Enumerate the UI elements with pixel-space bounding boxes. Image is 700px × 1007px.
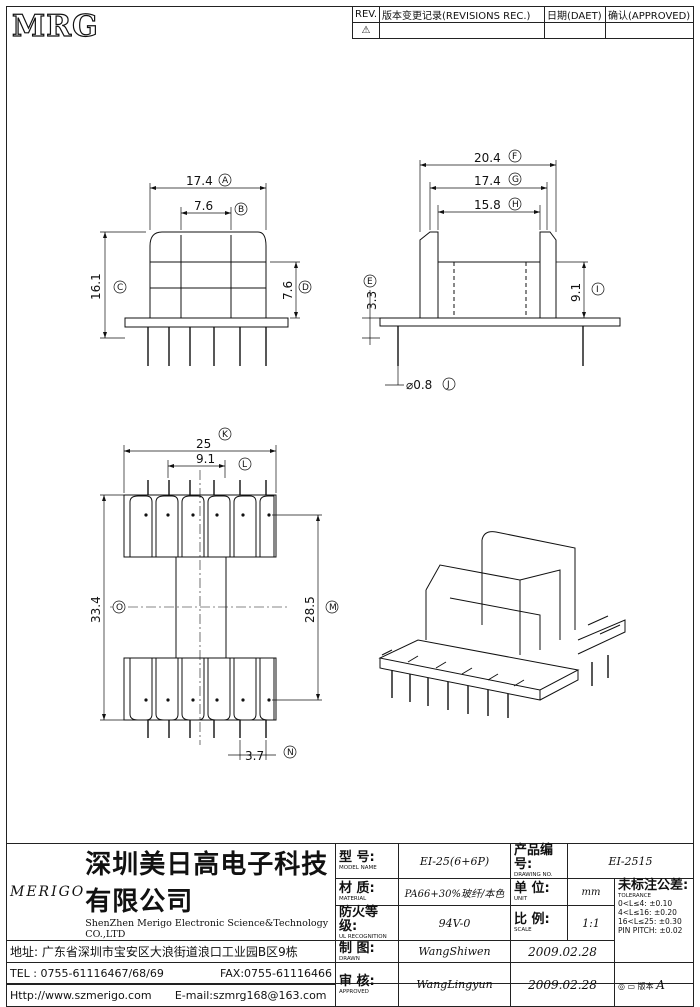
company-address: 地址: 广东省深圳市宝安区大浪街道浪口工业园B区9栋: [6, 940, 336, 963]
dim-c-value: 16.1: [89, 273, 103, 300]
dim-c-marker: C: [117, 283, 123, 293]
version-cell: ◎ ▭ 版本 A: [614, 962, 694, 1007]
dim-b-value: 7.6: [194, 199, 213, 213]
drawn-value: WangShiwen: [398, 940, 511, 963]
dim-f-marker: F: [512, 152, 517, 162]
dim-i-marker: I: [596, 285, 599, 295]
rev-approved-cell: [605, 22, 694, 39]
drawing-no-label: 产品编号:DRAWING NO.: [510, 843, 568, 879]
ul-value: 94V-0: [398, 905, 511, 941]
dim-d-value: 7.6: [281, 281, 295, 300]
dim-j-value: ⌀0.8: [406, 378, 432, 392]
technical-drawing: 17.4 A 7.6 B 16.1 C 7.6 D 3.3 E 20.4 F 1…: [89, 149, 626, 763]
bottom-view: [100, 445, 322, 760]
company-fax: FAX:0755-61116466: [171, 962, 336, 985]
unit-label: 单 位:UNIT: [510, 878, 568, 906]
dim-d-marker: D: [302, 283, 309, 293]
dim-m-value: 28.5: [303, 596, 317, 623]
front-view: [100, 183, 300, 366]
company-block: MERIGO 深圳美日高电子科技有限公司 ShenZhen Merigo Ele…: [6, 843, 336, 941]
company-name-cn: 深圳美日高电子科技有限公司: [85, 850, 329, 917]
dim-o-marker: O: [116, 603, 123, 613]
approved-value: WangLingyun: [398, 962, 511, 1007]
side-view: [362, 160, 621, 386]
dim-j-marker: J: [446, 380, 450, 390]
dim-i-value: 9.1: [569, 283, 583, 302]
dim-e-value: 3.3: [365, 291, 379, 310]
ul-label: 防火等级:UL RECOGNITION: [335, 905, 399, 941]
drawn-date: 2009.02.28: [510, 940, 615, 963]
drawing-no-value: EI-2515: [567, 843, 694, 879]
projection-icon: ◎ ▭: [618, 981, 636, 991]
title-block: MERIGO 深圳美日高电子科技有限公司 ShenZhen Merigo Ele…: [5, 843, 694, 1007]
dim-k-marker: K: [222, 430, 229, 440]
dim-e-marker: E: [367, 277, 373, 287]
dim-a-value: 17.4: [186, 174, 213, 188]
company-email: E-mail:szmrg168@163.com: [171, 984, 336, 1007]
drawn-label: 制 图:DRAWN: [335, 940, 399, 963]
model-label: 型 号:MODEL NAME: [335, 843, 399, 879]
dim-m-marker: M: [329, 603, 337, 613]
dim-f-value: 20.4: [474, 151, 501, 165]
dimension-arrows: [102, 163, 586, 720]
dim-a-marker: A: [222, 176, 229, 186]
dim-n-value: 3.7: [245, 749, 264, 763]
dim-h-marker: H: [512, 200, 519, 210]
material-label: 材 质:MATERIAL: [335, 878, 399, 906]
company-name-en: ShenZhen Merigo Electronic Science&Techn…: [85, 918, 329, 940]
dim-b-marker: B: [238, 205, 244, 215]
isometric-view: [378, 531, 626, 718]
dim-g-marker: G: [512, 175, 519, 185]
company-logo: MRG: [11, 9, 99, 44]
dim-o-value: 33.4: [89, 596, 103, 623]
dim-l-value: 9.1: [196, 452, 215, 466]
model-value: EI-25(6+6P): [398, 843, 511, 879]
dim-k-value: 25: [196, 437, 211, 451]
dim-g-value: 17.4: [474, 174, 501, 188]
dim-l-marker: L: [242, 460, 247, 470]
unit-value: mm: [567, 878, 615, 906]
material-value: PA66+30%玻纤/本色: [398, 878, 511, 906]
approved-label: 审 核:APPROVED: [335, 962, 399, 1007]
tolerance-block: 未标注公差:TOLERANCE 0<L≤4: ±0.10 4<L≤16: ±0.…: [614, 878, 694, 963]
company-tel: TEL : 0755-61116467/68/69: [5, 962, 172, 985]
dim-n-marker: N: [287, 748, 294, 758]
dim-h-value: 15.8: [474, 198, 501, 212]
revision-table: REV. 版本变更记录(REVISIONS REC.) 日期(DAET) 确认(…: [352, 6, 694, 39]
merigo-logo: MERIGO: [10, 884, 86, 900]
scale-value: 1:1: [567, 905, 615, 941]
scale-label: 比 例:SCALE: [510, 905, 568, 941]
approved-date: 2009.02.28: [510, 962, 615, 1007]
company-web: Http://www.szmerigo.com: [5, 984, 172, 1007]
